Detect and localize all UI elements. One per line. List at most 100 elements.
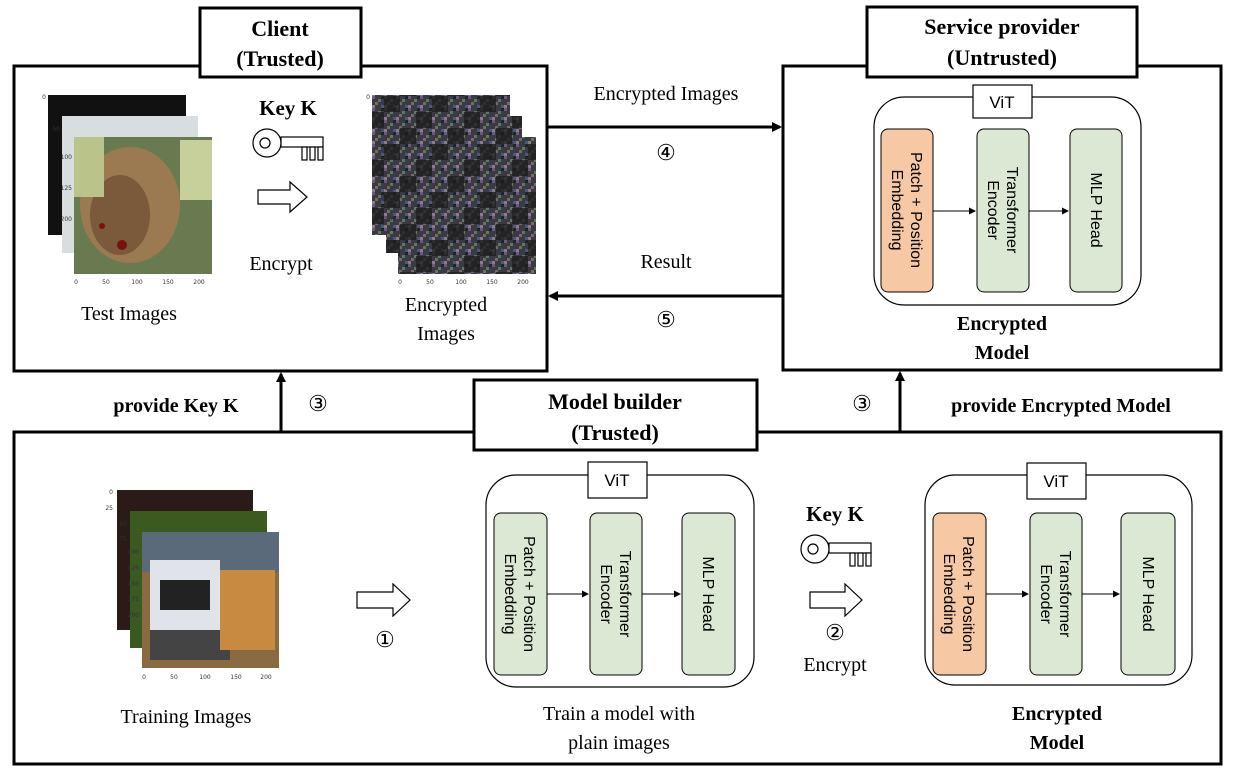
- provide-key-label: provide Key K: [113, 395, 239, 417]
- client-panel: Client (Trusted) 0 50 100 125 200 0 50 1…: [12, 6, 549, 373]
- plain-vit-tag: [587, 461, 648, 499]
- flow-result-label: Result: [640, 251, 692, 273]
- service-block-head-label: MLP Head: [1087, 172, 1104, 247]
- service-block-patch-line1: Patch + Position: [907, 152, 924, 268]
- encrypted-images-label-line1: Encrypted: [405, 294, 487, 316]
- plain-vit-label: ViT: [604, 471, 629, 490]
- service-caption-line1: Encrypted: [957, 313, 1047, 335]
- svg-text:125: 125: [385, 185, 397, 192]
- service-block-patch-label: Patch + PositionEmbedding: [888, 152, 924, 268]
- svg-text:100: 100: [385, 154, 397, 161]
- svg-text:0: 0: [398, 279, 402, 286]
- step-3-left-marker: ③: [308, 391, 328, 416]
- service-vit-tag: [972, 84, 1033, 119]
- svg-text:100: 100: [128, 549, 140, 556]
- builder-key-icon: [800, 534, 872, 567]
- model-builder-subtitle: (Trusted): [571, 420, 659, 445]
- client-encrypt-label: Encrypt: [249, 253, 313, 275]
- step-5-marker: ⑤: [656, 307, 676, 332]
- flow-encrypted-images-label: Encrypted Images: [594, 83, 739, 105]
- svg-text:200: 200: [61, 216, 73, 223]
- svg-text:150: 150: [128, 581, 140, 588]
- svg-text:75: 75: [119, 536, 127, 543]
- encrypted-block-head: [1120, 512, 1176, 676]
- svg-text:0: 0: [142, 674, 146, 681]
- train-caption-line1: Train a model with: [543, 703, 695, 725]
- training-images-label: Training Images: [121, 706, 252, 728]
- model-builder-panel: Model builder (Trusted) 0 25 50 75 100 1…: [12, 378, 1223, 766]
- service-vit-label: ViT: [989, 93, 1014, 112]
- svg-text:0: 0: [366, 94, 370, 101]
- flow-encrypted-images: Encrypted Images ④: [547, 83, 782, 165]
- service-block-head: [1069, 128, 1123, 293]
- svg-text:150: 150: [162, 279, 174, 286]
- service-provider-panel: Service provider (Untrusted) ViT Patch +…: [781, 5, 1223, 372]
- encrypted-images-axis: 0 50 100 125 200 0 50 100 150 200: [366, 94, 529, 286]
- svg-text:200: 200: [517, 279, 529, 286]
- client-key-icon: [252, 128, 324, 161]
- service-provider-title: Service provider: [924, 14, 1080, 39]
- encrypted-caption-line1: Encrypted: [1012, 703, 1102, 725]
- svg-text:150: 150: [230, 674, 242, 681]
- test-images-stack: 0 50 100 125 200 0 50 100 150 200: [42, 94, 212, 286]
- plain-block-patch-label: Patch + PositionEmbedding: [501, 536, 537, 652]
- svg-text:50: 50: [376, 126, 384, 133]
- svg-text:50: 50: [119, 521, 127, 528]
- flow-result: Result ⑤: [548, 251, 783, 332]
- svg-text:100: 100: [61, 154, 73, 161]
- svg-text:125: 125: [61, 185, 73, 192]
- encrypted-caption-line2: Model: [1030, 732, 1085, 754]
- train-caption-line2: plain images: [568, 732, 670, 754]
- training-images-stack: 0 25 50 75 100 125 150 175 200 0 50 100 …: [105, 489, 279, 681]
- test-images-axis: 0 50 100 125 200 0 50 100 150 200: [42, 94, 205, 286]
- test-images-label: Test Images: [81, 303, 177, 325]
- svg-text:50: 50: [170, 674, 178, 681]
- svg-text:150: 150: [486, 279, 498, 286]
- step-3-right-marker: ③: [852, 391, 872, 416]
- training-images-axis: 0 25 50 75 100 125 150 175 200 0 50 100 …: [105, 489, 272, 681]
- service-block-patch-line2: Embedding: [888, 170, 905, 251]
- service-caption-line2: Model: [975, 342, 1030, 364]
- svg-text:25: 25: [105, 505, 113, 512]
- service-block-encoder-label: TransformerEncoder: [984, 167, 1020, 254]
- svg-text:200: 200: [260, 674, 272, 681]
- flow-provide-model: ③ provide Encrypted Model: [852, 371, 1171, 432]
- svg-text:200: 200: [193, 279, 205, 286]
- client-title: Client: [251, 16, 309, 41]
- builder-key-label: Key K: [806, 502, 864, 526]
- svg-text:100: 100: [131, 279, 143, 286]
- encrypted-block-head-label: MLP Head: [1139, 556, 1156, 631]
- svg-text:100: 100: [199, 674, 211, 681]
- service-provider-subtitle: (Untrusted): [947, 45, 1057, 70]
- step-2-marker: ②: [825, 620, 845, 645]
- svg-text:100: 100: [455, 279, 467, 286]
- svg-text:50: 50: [52, 126, 60, 133]
- svg-text:175: 175: [128, 596, 140, 603]
- client-key-label: Key K: [259, 96, 317, 120]
- client-encrypt-arrow-icon: [257, 180, 308, 214]
- builder-encrypt-arrow-icon: [809, 582, 863, 618]
- provide-model-label: provide Encrypted Model: [951, 395, 1171, 417]
- svg-text:200: 200: [128, 612, 140, 619]
- svg-text:200: 200: [385, 216, 397, 223]
- svg-text:125: 125: [128, 565, 140, 572]
- encrypted-vit-tag: [1026, 462, 1087, 500]
- svg-text:50: 50: [426, 279, 434, 286]
- encrypted-block-patch-label: Patch + PositionEmbedding: [940, 536, 976, 652]
- encrypted-images-stack: 0 50 100 125 200 0 50 100 150 200: [366, 94, 536, 286]
- model-builder-title: Model builder: [548, 389, 682, 414]
- svg-text:50: 50: [102, 279, 110, 286]
- svg-text:0: 0: [109, 489, 113, 496]
- step-1-marker: ①: [375, 627, 395, 652]
- plain-block-encoder-label: TransformerEncoder: [597, 551, 633, 638]
- encrypted-vit-label: ViT: [1043, 472, 1068, 491]
- encrypted-block-encoder-label: TransformerEncoder: [1037, 551, 1073, 638]
- plain-block-head-label: MLP Head: [699, 556, 716, 631]
- flow-provide-key: provide Key K ③: [113, 372, 328, 432]
- svg-text:0: 0: [42, 94, 46, 101]
- encrypted-images-label-line2: Images: [417, 323, 475, 345]
- plain-block-head: [681, 512, 736, 676]
- svg-text:0: 0: [74, 279, 78, 286]
- train-arrow-icon: [356, 582, 411, 618]
- client-subtitle: (Trusted): [236, 46, 324, 71]
